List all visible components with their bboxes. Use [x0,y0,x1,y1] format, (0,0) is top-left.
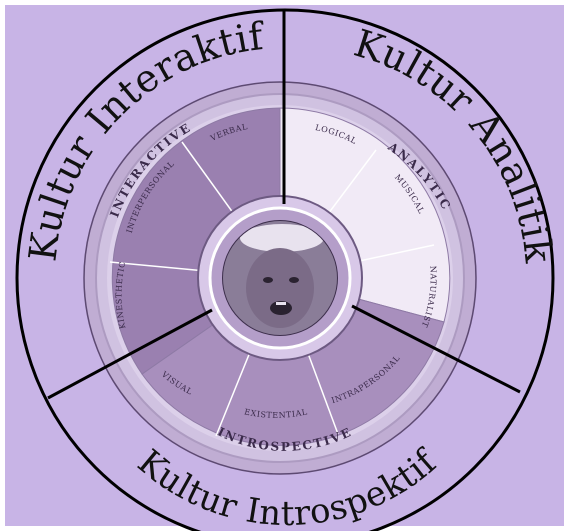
multiple-intelligences-diagram: Kultur Interaktif Kultur Analitik Kultur… [0,0,569,531]
diagram-canvas: Kultur Interaktif Kultur Analitik Kultur… [0,0,569,531]
